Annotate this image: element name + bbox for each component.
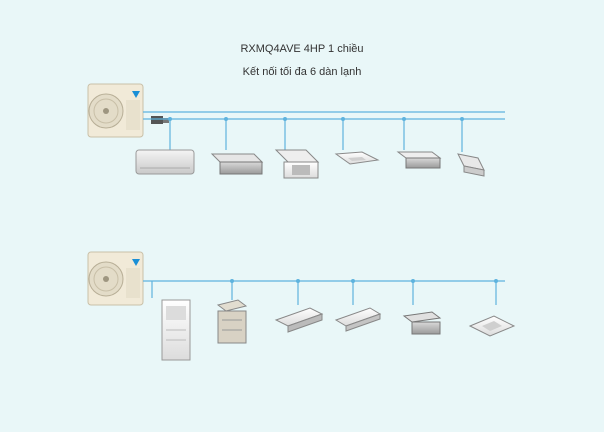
refnet-joint-top: [151, 116, 169, 124]
indoor-ceiling-suspended-1-way: [274, 307, 324, 333]
title-connection: Kết nối tối đa 6 dàn lạnh: [242, 66, 362, 78]
indoor-ducted-slim: [396, 151, 442, 169]
indoor-wall-mounted: [135, 149, 195, 175]
pipe-network-top: [143, 111, 505, 152]
pipe-joints-top: [168, 117, 464, 121]
title-model: RXMQ4AVE 4HP 1 chiều: [240, 43, 364, 55]
pipe-network-bottom: [143, 280, 505, 305]
pipe-joints-bottom: [230, 279, 498, 283]
system-top: [87, 83, 505, 179]
outdoor-unit-bottom: [87, 251, 144, 306]
indoor-ducted-cabinet: [216, 299, 248, 344]
indoor-cassette-4-way-bottom: [468, 315, 516, 337]
system-bottom: [87, 251, 516, 361]
indoor-floor-standing: [161, 299, 191, 361]
indoor-ducted-concealed: [210, 153, 264, 175]
indoor-cassette-4-way: [274, 149, 320, 179]
indoor-cassette-compact: [457, 153, 485, 177]
indoor-ceiling-suspended-2-way: [334, 307, 382, 332]
outdoor-unit-top: [87, 83, 144, 138]
indoor-cassette-round-flow: [334, 151, 380, 165]
indoor-ducted-slim-grey: [402, 311, 442, 335]
